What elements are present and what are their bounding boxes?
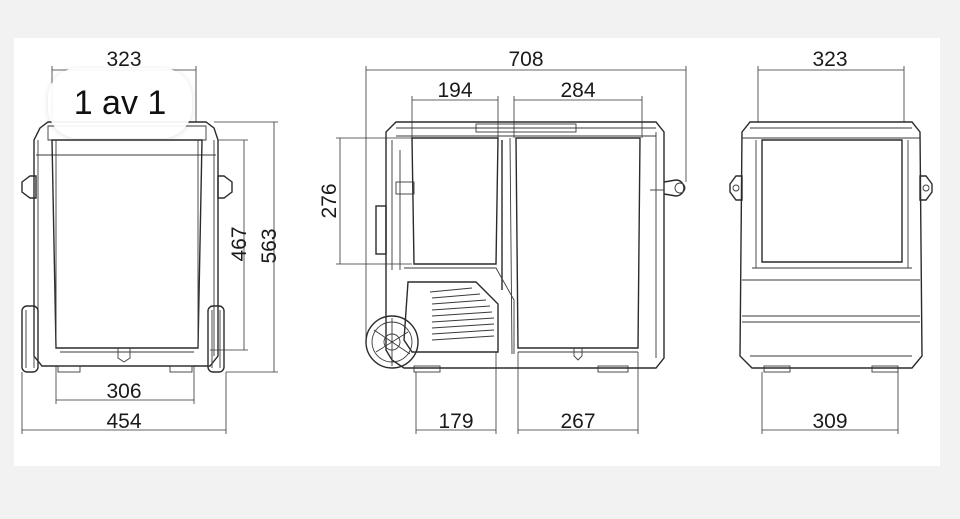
side-total-length-label: 708 [508, 48, 543, 71]
side-right-compartment-label: 284 [560, 79, 595, 102]
page-counter-badge: 1 av 1 [48, 68, 192, 138]
side-bottom-right-label: 267 [560, 410, 595, 433]
side-view: 708 194 284 276 179 267 [318, 48, 687, 434]
back-top-width-label: 323 [812, 48, 847, 71]
side-bottom-left-label: 179 [438, 410, 473, 433]
side-left-compartment-label: 194 [437, 79, 472, 102]
back-view: 323 309 [729, 48, 933, 434]
front-bottom-inner-label: 306 [106, 380, 141, 403]
front-bottom-total-label: 454 [106, 410, 141, 433]
front-inner-height-label: 467 [228, 226, 251, 261]
side-left-depth-label: 276 [318, 183, 341, 218]
back-bottom-width-label: 309 [812, 410, 847, 433]
front-total-height-label: 563 [258, 228, 281, 263]
front-top-width-label: 323 [106, 48, 141, 71]
